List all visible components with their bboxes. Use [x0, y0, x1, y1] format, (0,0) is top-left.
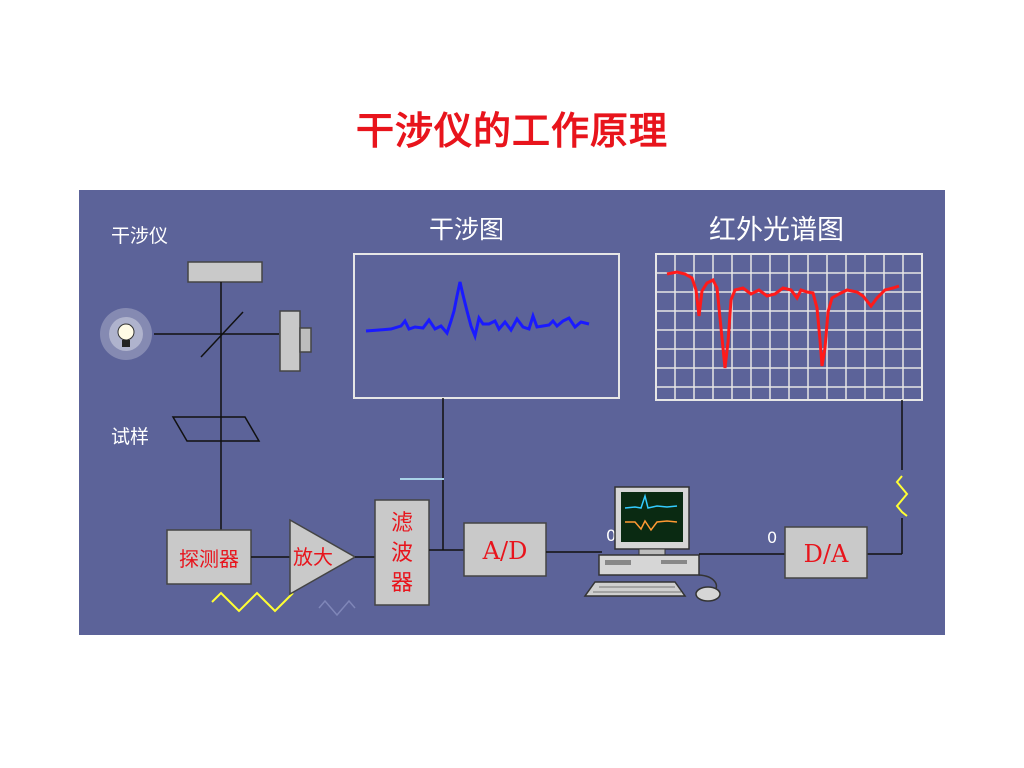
interferometer-label: 干涉仪 — [111, 225, 168, 247]
page-title: 干涉仪的工作原理 — [355, 109, 668, 153]
diagram-svg: 干涉仪 试样 干涉图 红外光谱图 — [100, 215, 923, 617]
zero-right: 0 — [767, 528, 777, 547]
spectrum-trace — [666, 270, 900, 369]
dac-label: D/A — [804, 540, 849, 568]
amplifier-ghost-wave — [318, 599, 356, 617]
diagram-panel: 干涉仪 试样 干涉图 红外光谱图 — [79, 190, 945, 635]
detector-signal-wave — [211, 591, 294, 613]
movable-mirror — [279, 310, 312, 372]
amplifier-label: 放大 — [293, 545, 333, 569]
sample-label: 试样 — [111, 426, 149, 448]
amplifier-triangle — [289, 518, 357, 596]
filter-label-3: 器 — [391, 571, 413, 596]
zero-left: 0 — [606, 526, 616, 545]
spectrum-grid — [655, 253, 923, 401]
adc-box — [463, 522, 547, 577]
filter-box — [374, 499, 430, 606]
interferogram-title: 干涉图 — [429, 215, 504, 244]
ir-spectrum-title: 红外光谱图 — [709, 215, 844, 246]
computer-icon — [583, 486, 700, 597]
mouse-icon — [695, 574, 721, 602]
light-bulb-icon — [100, 308, 152, 360]
fixed-mirror — [187, 261, 263, 283]
beam-splitter-icon — [200, 311, 244, 358]
interferogram-box — [353, 253, 620, 399]
filter-label-1: 滤 — [391, 511, 413, 536]
filter-label-2: 波 — [391, 541, 413, 566]
interferogram-trace — [365, 281, 590, 342]
detector-label: 探测器 — [179, 547, 239, 571]
adc-label: A/D — [482, 537, 528, 565]
detector-box — [166, 529, 252, 585]
dac-signal-wave — [895, 475, 909, 517]
dac-box — [784, 526, 868, 579]
sample-plate — [171, 416, 261, 442]
